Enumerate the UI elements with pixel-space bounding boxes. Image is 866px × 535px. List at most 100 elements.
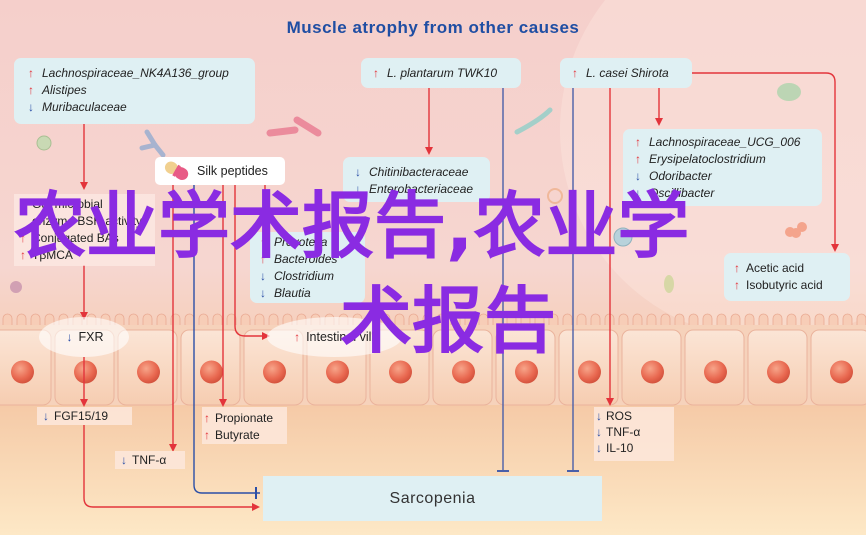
decrease-arrow-icon: ↓ bbox=[43, 409, 49, 423]
probiotic-label: L. casei Shirota bbox=[586, 65, 669, 80]
microbiota-box-chitin: ↓ Chitinibacteraceae ↓ Enterobacteriaceae bbox=[343, 157, 490, 202]
arrow-silk-to-villi bbox=[234, 185, 270, 340]
taxon-label: Blautia bbox=[274, 285, 311, 300]
short-chain-acids-box: ↑Acetic acid ↑Isobutyric acid bbox=[724, 253, 850, 301]
increase-arrow-icon: ↑ bbox=[373, 65, 379, 80]
scfa-label: Butyrate bbox=[215, 427, 260, 442]
bacillus-icon bbox=[664, 275, 674, 293]
probiotic-label: L. plantarum TWK10 bbox=[387, 65, 498, 80]
taxon-label: Prevotella bbox=[274, 234, 328, 249]
tnf-node: ↓ TNF-α bbox=[115, 451, 185, 469]
cell-nucleus bbox=[326, 360, 349, 384]
cell-nucleus bbox=[641, 360, 664, 384]
increase-arrow-icon: ↑ bbox=[635, 134, 641, 149]
taxon-label: Chitinibacteraceae bbox=[369, 164, 469, 179]
marker-label: IL-10 bbox=[606, 441, 634, 455]
bile-label: enzyme BSH activity bbox=[32, 213, 143, 228]
cell-nucleus bbox=[263, 360, 286, 384]
taxon-label: Muribaculaceae bbox=[42, 99, 127, 114]
cell-nucleus bbox=[200, 360, 223, 384]
cell-nucleus bbox=[704, 360, 727, 384]
increase-arrow-icon: ↑ bbox=[635, 151, 641, 166]
increase-arrow-icon: ↑ bbox=[204, 427, 210, 442]
decrease-arrow-icon: ↓ bbox=[20, 196, 26, 211]
decrease-arrow-icon: ↓ bbox=[635, 168, 641, 183]
taxon-label: Bacteroides bbox=[274, 251, 338, 266]
increase-arrow-icon: ↑ bbox=[572, 65, 578, 80]
decrease-arrow-icon: ↓ bbox=[66, 330, 73, 344]
acid-label: Isobutyric acid bbox=[746, 277, 823, 292]
cell-nucleus bbox=[515, 360, 538, 384]
cell-nucleus bbox=[389, 360, 412, 384]
taxon-label: Lachnospiraceae_UCG_006 bbox=[649, 134, 801, 149]
taxon-label: Clostridium bbox=[274, 268, 335, 283]
microbiota-box-prevotella: ↑ Prevotella ↑ Bacteroides ↓ Clostridium ↓ B… bbox=[250, 232, 365, 303]
taxon-label: Enterobacteriaceae bbox=[369, 181, 474, 196]
microbiota-box-ucg: ↑ Lachnospiraceae_UCG_006 ↑ Erysipelatoclo… bbox=[623, 129, 822, 206]
increase-arrow-icon: ↑ bbox=[260, 251, 266, 266]
taxon-row: ↓ Muribaculaceae bbox=[26, 98, 255, 115]
capsule-icon bbox=[164, 161, 189, 180]
pink-cell-icon bbox=[10, 281, 22, 293]
arrow-casei-to-acids bbox=[692, 72, 839, 252]
decrease-arrow-icon: ↓ bbox=[355, 181, 361, 196]
virus-icon bbox=[547, 188, 563, 204]
increase-arrow-icon: ↑ bbox=[204, 410, 210, 425]
taxon-label: Lachnospiraceae_NK4A136_group bbox=[42, 65, 229, 80]
orange-cell-icon bbox=[797, 222, 807, 232]
villi-label: Intestinal villi bbox=[306, 330, 377, 344]
bile-label: Conjugated BAs bbox=[32, 230, 119, 245]
rod-bacterium-icon bbox=[266, 126, 299, 137]
cell-nucleus bbox=[137, 360, 160, 384]
sarcopenia-node: Sarcopenia bbox=[263, 476, 602, 521]
cell-nucleus bbox=[767, 360, 790, 384]
probiotic-casei: ↑ L. casei Shirota bbox=[560, 58, 692, 88]
antibody-icon bbox=[139, 129, 166, 158]
decrease-arrow-icon: ↓ bbox=[355, 164, 361, 179]
taxon-label: Oscillibacter bbox=[649, 185, 715, 200]
cell-nucleus bbox=[74, 360, 97, 384]
bile-label: TβMCA bbox=[32, 247, 73, 262]
decrease-arrow-icon: ↓ bbox=[260, 285, 266, 300]
orange-cell-icon bbox=[785, 227, 795, 237]
cell-nucleus bbox=[830, 360, 853, 384]
inhibit-silk-to-sarcopenia bbox=[193, 185, 260, 494]
cell-nucleus bbox=[578, 360, 601, 384]
decrease-arrow-icon: ↓ bbox=[28, 99, 34, 114]
fxr-label: FXR bbox=[78, 330, 104, 344]
taxon-row: ↑Alistipes bbox=[26, 81, 255, 98]
fxr-node: ↓ FXR bbox=[39, 317, 129, 357]
silk-peptides-node: Silk peptides bbox=[155, 157, 285, 185]
blue-cell-icon bbox=[613, 227, 633, 247]
cell-nucleus bbox=[452, 360, 475, 384]
taxon-row: ↑ Lachnospiraceae_NK4A136_group bbox=[26, 64, 255, 81]
increase-arrow-icon: ↑ bbox=[734, 260, 740, 275]
decrease-arrow-icon: ↓ bbox=[260, 268, 266, 283]
decrease-arrow-icon: ↓ bbox=[596, 441, 602, 455]
fgf-node: ↓ FGF15/19 bbox=[37, 407, 132, 425]
green-cell-icon bbox=[36, 135, 52, 151]
increase-arrow-icon: ↑ bbox=[294, 330, 301, 344]
increase-arrow-icon: ↑ bbox=[734, 277, 740, 292]
arrow-fgf-to-sarcopenia bbox=[83, 425, 260, 511]
scfa-label: Propionate bbox=[215, 410, 274, 425]
scfa-box: ↑ Propionate ↑ Butyrate bbox=[202, 407, 287, 444]
increase-arrow-icon: ↑ bbox=[20, 247, 26, 262]
silk-peptides-label: Silk peptides bbox=[197, 164, 268, 178]
decrease-arrow-icon: ↓ bbox=[596, 409, 602, 423]
curved-bacterium-icon bbox=[514, 107, 553, 135]
cell-nucleus bbox=[11, 360, 34, 384]
rod-bacterium-icon bbox=[293, 116, 322, 137]
decrease-arrow-icon: ↓ bbox=[596, 425, 602, 439]
tnf-label: TNF-α bbox=[132, 453, 167, 467]
marker-label: TNF-α bbox=[606, 425, 641, 439]
taxon-label: Erysipelatoclostridium bbox=[649, 151, 766, 166]
microbiota-box-nk4a136: ↑ Lachnospiraceae_NK4A136_group ↑Alistipe… bbox=[14, 58, 255, 124]
increase-arrow-icon: ↑ bbox=[260, 234, 266, 249]
increase-arrow-icon: ↑ bbox=[28, 65, 34, 80]
taxon-label: Odoribacter bbox=[649, 168, 712, 183]
